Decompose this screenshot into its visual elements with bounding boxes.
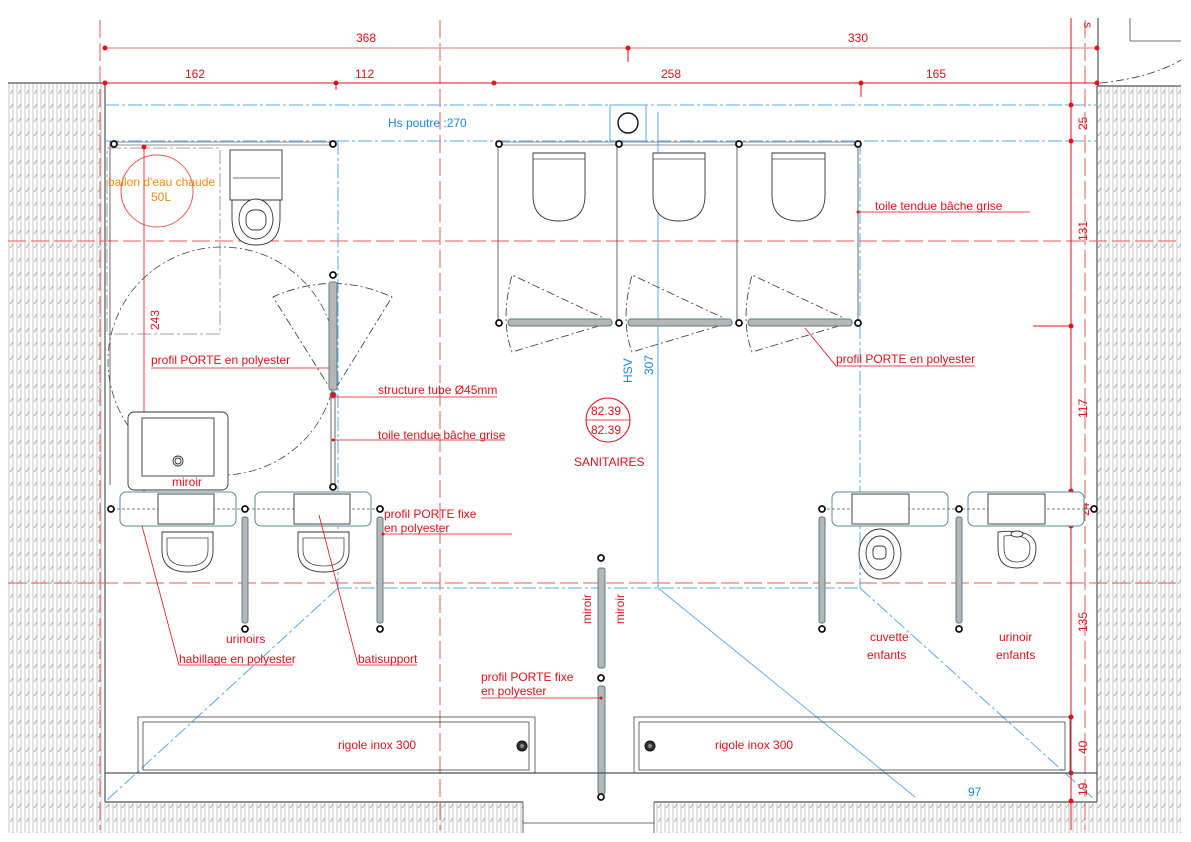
door-profile-left-label: profil PORTE en polyester (151, 353, 290, 367)
dim-top-368: 368 (356, 31, 376, 45)
left-wall (8, 83, 105, 833)
room-name: SANITAIRES (574, 455, 644, 469)
hsv-label: HSV (621, 358, 635, 383)
mirror-sink-label: miroir (172, 475, 202, 489)
child-toilet-icon (858, 528, 902, 580)
urinal-2-icon (297, 531, 350, 573)
urinal-block-left: profil PORTE fixe en polyester urinoirs … (107, 491, 512, 666)
bottom-wall-right (654, 802, 1097, 833)
dim-top-165: 165 (926, 67, 946, 81)
frame-support-label: batisupport (358, 652, 418, 666)
diagonal-dimension: 97 (968, 785, 982, 799)
mirror-left-label: miroir (580, 594, 594, 624)
beam-height-label: Hs poutre :270 (388, 116, 467, 130)
right-dimensions: 25 131 117 24 135 40 19 (1033, 18, 1092, 830)
toilet-icon (229, 149, 283, 246)
fabric-right-label: toile tendue bâche grise (875, 199, 1003, 213)
hsv-value: 307 (642, 355, 656, 375)
dim-right-131: 131 (1076, 221, 1090, 241)
structure-tube-label: structure tube Ø45mm (378, 383, 497, 397)
door-profile-right-label: profil PORTE en polyester (836, 352, 975, 366)
dim-top-258: 258 (661, 67, 681, 81)
drain-column-icon (617, 112, 639, 134)
walls (8, 18, 1182, 833)
room-tag-bottom: 82.39 (591, 423, 621, 437)
child-urinal-label-2: enfants (996, 648, 1035, 662)
right-wall (1097, 86, 1181, 833)
fixed-door-label-2: en polyester (384, 521, 449, 535)
wc-cubicles: toile tendue bâche grise profil PORTE en… (495, 140, 1030, 367)
gutter-left-label: rigole inox 300 (338, 738, 416, 752)
dim-top-330: 330 (848, 31, 868, 45)
child-urinal-label-1: urinoir (999, 630, 1032, 644)
fabric-left-label: toile tendue bâche grise (378, 428, 506, 442)
urinals-label: urinoirs (226, 632, 265, 646)
water-heater-capacity: 50L (151, 190, 171, 204)
dim-right-19: 19 (1076, 782, 1090, 796)
children-fixtures: cuvette enfants urinoir enfants (818, 491, 1098, 662)
washbasin-icon (127, 411, 229, 491)
dim-top-162: 162 (185, 67, 205, 81)
corner-mark: s (1081, 22, 1095, 28)
bottom-wall-left (105, 802, 523, 833)
mirror-partition: miroir miroir profil PORTE fixe en polye… (481, 554, 627, 801)
urinal-1-icon (161, 531, 214, 573)
child-bowl-label-1: cuvette (870, 630, 909, 644)
mirror-right-label: miroir (613, 594, 627, 624)
dim-right-135: 135 (1076, 612, 1090, 632)
fixed-door2-label-1: profil PORTE fixe (481, 670, 574, 684)
dim-right-25: 25 (1076, 116, 1090, 130)
left-annotations: profil PORTE en polyester structure tube… (151, 353, 506, 442)
top-dimensions: 368 330 162 112 258 165 s (102, 22, 1100, 97)
water-heater-label: ballon d'eau chaude (108, 175, 215, 189)
room-tag-top: 82.39 (591, 404, 621, 418)
room-tag: 82.39 82.39 SANITAIRES (574, 397, 644, 469)
cladding-label: habillage en polyester (179, 652, 296, 666)
axis-grid (8, 20, 1181, 830)
child-bowl-label-2: enfants (867, 648, 906, 662)
gutters: rigole inox 300 rigole inox 300 (105, 716, 1097, 774)
child-urinal-icon (997, 530, 1037, 569)
dim-right-40: 40 (1076, 740, 1090, 754)
toilet-1-icon (532, 152, 586, 222)
toilet-2-icon (652, 152, 706, 222)
dim-top-112: 112 (355, 67, 374, 81)
accessible-wc-cubicle: ballon d'eau chaude 50L 243 miroir (106, 140, 393, 492)
toilet-3-icon (771, 152, 826, 222)
fixed-door-label-1: profil PORTE fixe (384, 507, 477, 521)
fixed-door2-label-2: en polyester (481, 684, 546, 698)
gutter-right-label: rigole inox 300 (715, 738, 793, 752)
dim-left-243: 243 (148, 310, 162, 330)
dim-right-117: 117 (1076, 399, 1090, 418)
